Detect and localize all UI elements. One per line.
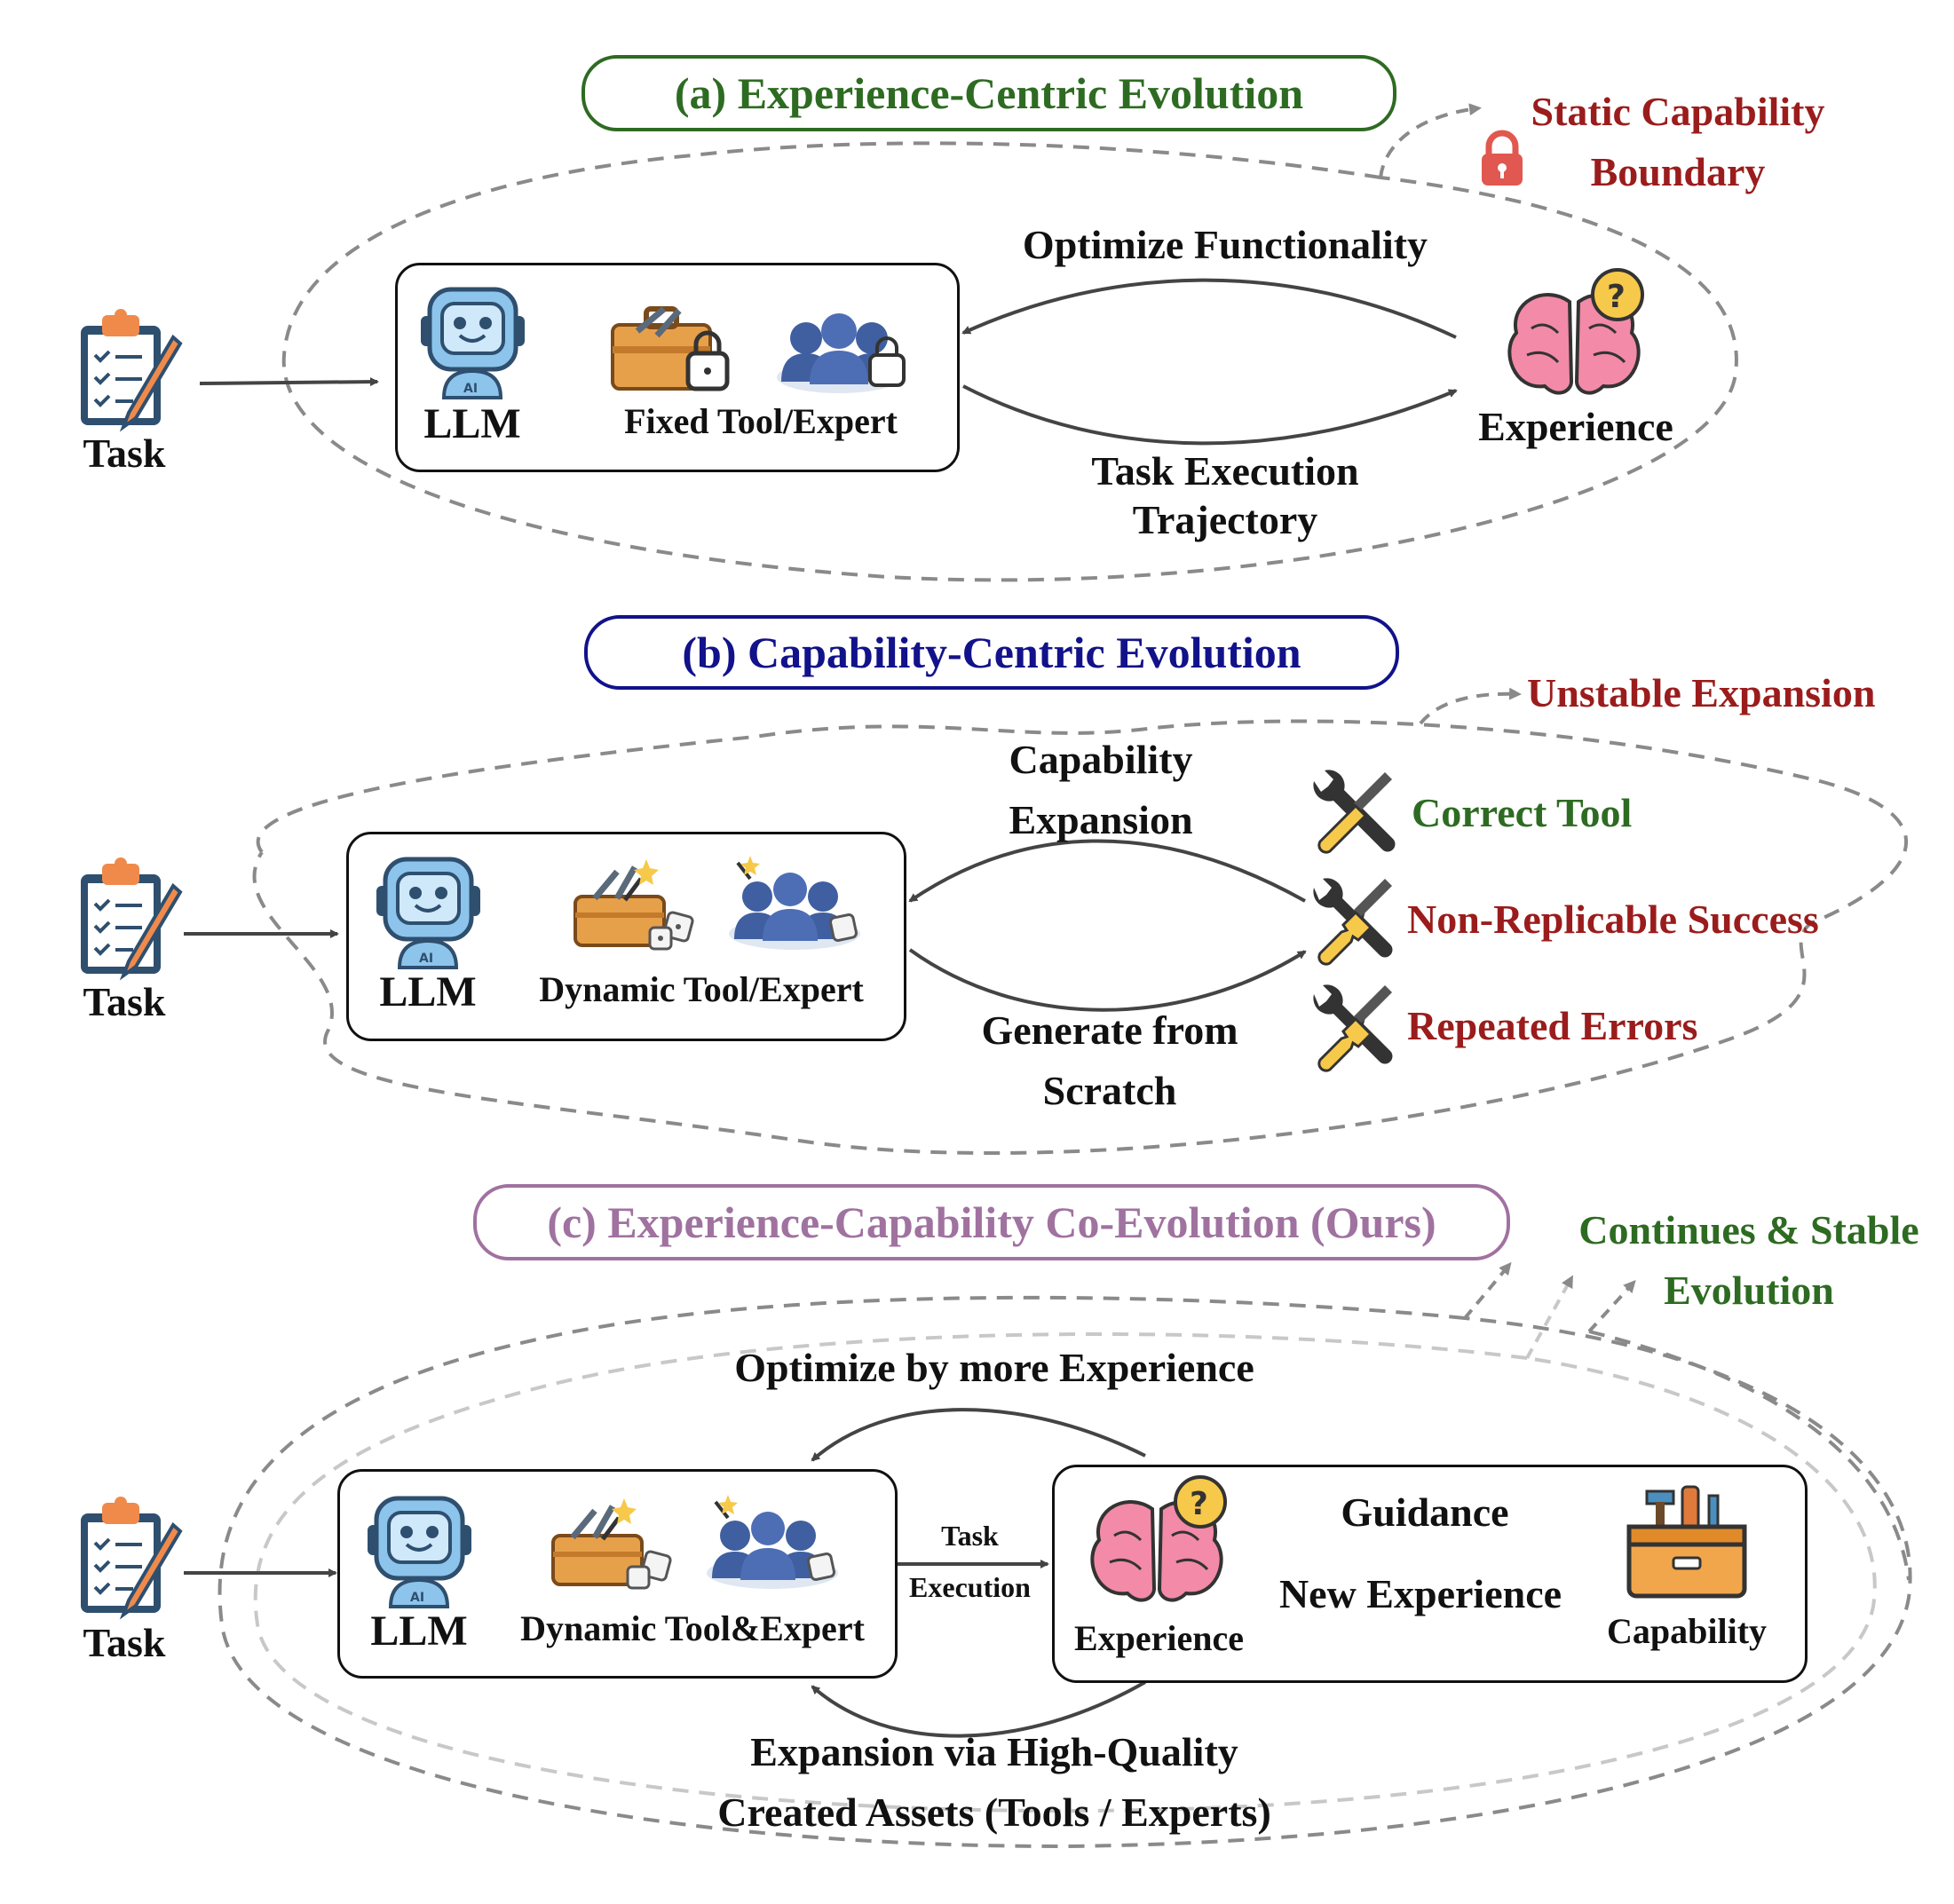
panel-c-title-text: (c) Experience-Capability Co-Evolution (… — [547, 1197, 1436, 1247]
panel-a-boundary-label-1: Static Capability — [1531, 89, 1825, 134]
panel-c-optimize-arrow — [811, 1408, 1146, 1462]
toolbox-lock-icon — [604, 300, 737, 398]
panel-c-stable-label-2: Evolution — [1664, 1268, 1834, 1313]
experts-lock-icon — [772, 306, 910, 395]
svg-text:AI: AI — [419, 952, 433, 966]
padlock-icon — [1478, 129, 1526, 187]
panel-c-title: (c) Experience-Capability Co-Evolution (… — [473, 1184, 1510, 1260]
panel-c-execution-label-1: Task — [941, 1520, 999, 1552]
panel-c-dashed-inner — [1588, 1330, 1910, 1581]
panel-c-expansion-label-2: Created Assets (Tools / Experts) — [717, 1789, 1271, 1835]
panel-a-execution-arrow — [962, 384, 1458, 446]
panel-b-generate-arrow — [908, 948, 1307, 1012]
clipboard-task-icon — [75, 1494, 183, 1620]
experts-magic-icon — [724, 852, 866, 954]
panel-a-execution-label-2: Trajectory — [1132, 497, 1318, 542]
panel-c-tools-label: Dynamic Tool&Expert — [520, 1608, 865, 1648]
panel-b-title: (b) Capability-Centric Evolution — [584, 615, 1399, 690]
wrench-screwdriver-icon — [1301, 763, 1398, 861]
panel-b-title-text: (b) Capability-Centric Evolution — [682, 628, 1301, 677]
panel-c-execution-label-2: Execution — [909, 1571, 1031, 1603]
panel-b-outcome-correct: Correct Tool — [1412, 790, 1633, 835]
panel-c-task-label: Task — [83, 1620, 166, 1665]
panel-c-stable-arrow-1 — [1463, 1261, 1512, 1320]
panel-b-unstable-arrow — [1419, 687, 1522, 725]
broken-tools-icon — [1301, 976, 1398, 1074]
panel-a-experience-label: Experience — [1478, 404, 1673, 449]
panel-c-dashed-middle — [253, 1331, 1877, 1813]
panel-b-llm-label: LLM — [379, 968, 477, 1015]
svg-text:AI: AI — [410, 1591, 424, 1605]
panel-a-boundary-label-2: Boundary — [1590, 149, 1766, 194]
svg-text:?: ? — [1190, 1486, 1208, 1522]
panel-a-title: (a) Experience-Centric Evolution — [581, 55, 1396, 131]
panel-b-outcome-non-replicable: Non-Replicable Success — [1407, 897, 1819, 942]
svg-text:AI: AI — [463, 382, 478, 396]
brain-question-icon: ? — [1083, 1473, 1234, 1616]
panel-c-guidance-label: Guidance — [1341, 1489, 1509, 1535]
panel-a-execution-label-1: Task Execution — [1091, 448, 1359, 494]
panel-a-optimize-label: Optimize Functionality — [1022, 222, 1428, 267]
panel-c-capability-label: Capability — [1606, 1611, 1768, 1651]
panel-a-llm-label: LLM — [423, 400, 521, 447]
panel-c-stable-arrow-2 — [1525, 1275, 1573, 1359]
panel-c-llm-label: LLM — [370, 1608, 468, 1655]
broken-tools-icon — [1301, 870, 1398, 968]
robot-llm-icon: AI — [364, 1491, 475, 1608]
panel-a-tools-label: Fixed Tool/Expert — [624, 401, 898, 441]
panel-b-outcome-repeated-errors: Repeated Errors — [1407, 1003, 1698, 1048]
panel-a-task-label: Task — [83, 431, 166, 476]
clipboard-task-icon — [75, 306, 183, 432]
panel-c-stable-label-1: Continues & Stable — [1578, 1207, 1919, 1252]
panel-c-dashed-outer — [218, 1295, 1912, 1849]
panel-a-boundary-arrow — [1379, 103, 1482, 178]
toolbox-capability-icon — [1611, 1473, 1762, 1607]
toolbox-magic-icon — [546, 1491, 679, 1593]
panel-c-experience-label: Experience — [1073, 1618, 1245, 1658]
panel-b-unstable-label: Unstable Expansion — [1527, 670, 1876, 715]
panel-a-optimize-arrow — [961, 278, 1457, 339]
svg-text:?: ? — [1607, 279, 1626, 315]
panel-a-task-arrow — [199, 377, 379, 387]
panel-b-expansion-arrow — [908, 839, 1306, 903]
panel-b-tools-label: Dynamic Tool/Expert — [539, 969, 864, 1009]
panel-c-new-experience-label: New Experience — [1278, 1571, 1562, 1616]
panel-b-expansion-label-2: Expansion — [1009, 797, 1193, 842]
panel-c-expansion-arrow — [811, 1680, 1146, 1738]
panel-b-dashed-boundary — [252, 719, 1909, 1156]
panel-c-optimize-label: Optimize by more Experience — [734, 1345, 1254, 1390]
panel-b-generate-label-1: Generate from — [981, 1007, 1238, 1053]
panel-a-title-text: (a) Experience-Centric Evolution — [674, 68, 1304, 118]
brain-question-icon: ? — [1500, 266, 1651, 408]
robot-llm-icon: AI — [417, 282, 528, 399]
panel-b-generate-label-2: Scratch — [1042, 1068, 1177, 1113]
panel-b-task-label: Task — [83, 979, 166, 1024]
clipboard-task-icon — [75, 855, 183, 981]
toolbox-magic-icon — [568, 852, 701, 954]
panel-b-expansion-label-1: Capability — [1009, 737, 1193, 782]
experts-magic-icon — [701, 1491, 843, 1593]
panel-c-expansion-label-1: Expansion via High-Quality — [750, 1729, 1238, 1774]
robot-llm-icon: AI — [373, 852, 484, 969]
